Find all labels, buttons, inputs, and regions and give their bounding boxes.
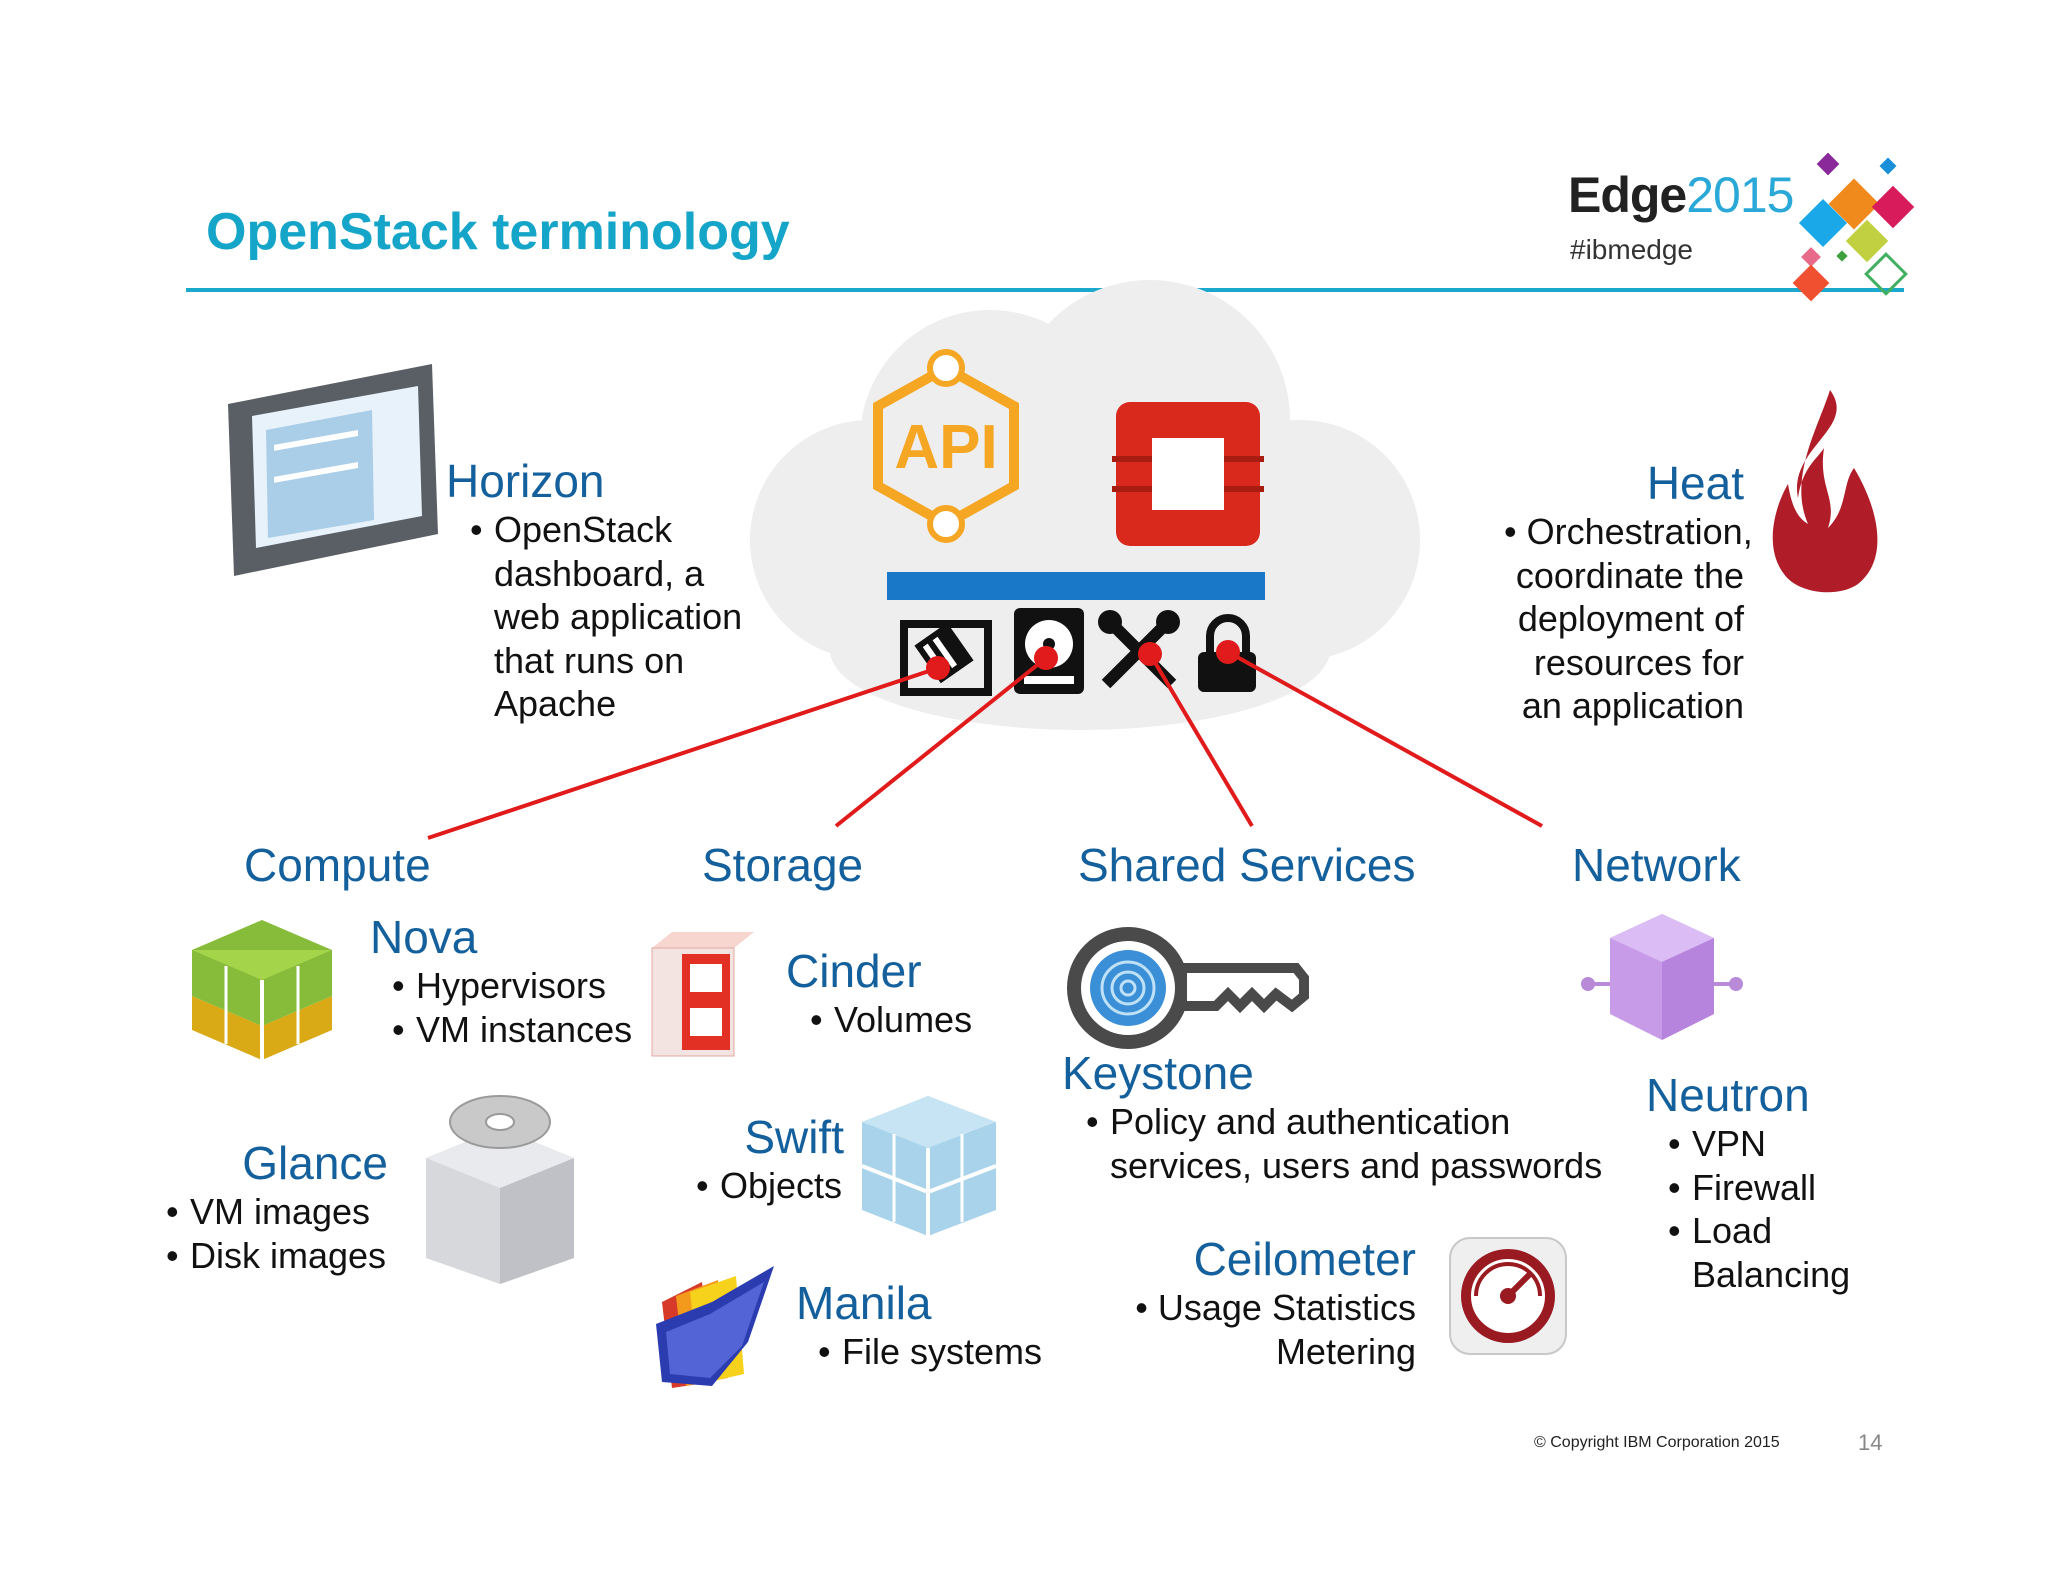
swift-title: Swift [744,1111,844,1163]
list-item: •Hypervisors [392,965,607,1006]
list-item: •Firewall [1668,1166,1817,1208]
list-item: •Disk images [166,1234,387,1276]
heat-bullet: resources for [1533,641,1744,683]
list-item: •VPN [1668,1123,1767,1164]
category-storage: Storage [702,839,864,891]
keystone-key-icon [1067,927,1309,1049]
horizon-bullet: that runs on [494,639,685,681]
brand-diamonds-icon [1792,152,1915,302]
ceilometer-title: Ceilometer [1193,1233,1416,1285]
connector-network [1227,650,1543,828]
copyright: © Copyright IBM Corporation 2015 [1534,1434,1780,1451]
list-item: •VM instances [392,1008,633,1050]
list-item: •File systems [818,1331,1043,1372]
list-item: •Volumes [810,999,973,1040]
horizon-bullet: Apache [494,683,617,724]
swift-items: •Objects [696,1164,842,1208]
heat-bullet: an application [1521,685,1744,726]
keystone-lines: •Policy and authentication services, use… [1086,1100,1602,1187]
heat-bullet: coordinate the [1515,554,1744,596]
list-item: •VM images [166,1191,371,1232]
list-item: •Objects [696,1165,843,1206]
manila-items: •File systems [818,1330,1042,1374]
category-compute: Compute [244,839,431,891]
horizon-bullet: web application [494,596,743,637]
dashboard-monitor-icon [228,364,438,576]
list-item: •Load [1668,1210,1773,1251]
horizon-bullet: dashboard, a [494,552,705,594]
flame-icon [1772,390,1878,593]
cinder-items: •Volumes [810,998,972,1042]
category-shared-services: Shared Services [1078,839,1416,891]
nova-title: Nova [370,911,478,963]
neutron-cube-icon [1581,914,1743,1040]
list-item: • Usage Statistics [1135,1287,1416,1328]
cinder-title: Cinder [786,945,922,997]
cinder-volume-icon [651,932,754,1057]
heat-title: Heat [1646,457,1744,509]
image-disc-icon [426,1095,574,1284]
list-item: services, users and passwords [1110,1144,1603,1186]
page-title: OpenStack terminology [206,203,790,261]
manila-folders-icon [656,1266,774,1388]
hashtag: #ibmedge [1570,234,1693,265]
heat-bullet: • Orchestration, [1504,511,1753,552]
neutron-items: •VPN •Firewall •Load Balancing [1668,1122,1850,1296]
connector-shared-services [1148,652,1254,828]
ceilometer-gauge-icon [1449,1237,1567,1355]
connector-compute [427,666,939,840]
glance-title: Glance [242,1137,388,1189]
heat-bullet: deployment of [1517,598,1744,639]
horizon-bullet: •OpenStack [470,509,673,550]
brand-name: Edge [1568,167,1687,223]
nova-items: •Hypervisors •VM instances [392,964,632,1051]
heat-bullets: • Orchestration, coordinate the deployme… [1480,510,1753,728]
keystone-title: Keystone [1062,1047,1254,1099]
connector-storage [834,656,1048,828]
brand-logo-text: Edge2015 [1568,166,1794,224]
brand-year: 2015 [1686,167,1794,223]
ceilometer-lines: • Usage Statistics Metering [1100,1286,1416,1373]
horizon-bullets: •OpenStack dashboard, a web application … [470,508,742,726]
title-divider [186,288,1904,292]
page-number: 14 [1858,1430,1883,1455]
openstack-logo-icon [1112,402,1264,546]
neutron-title: Neutron [1646,1069,1810,1121]
glance-items: •VM images •Disk images [166,1190,386,1277]
api-hexagon-icon: API [873,349,1019,543]
list-item: •Policy and authentication [1086,1101,1511,1142]
category-network: Network [1572,839,1741,891]
list-item: Metering [1275,1330,1416,1372]
manila-title: Manila [796,1277,932,1329]
service-bar [887,572,1265,600]
network-lock-icon [1198,614,1256,692]
swift-cubes-icon [861,1096,997,1236]
nova-cubes-icon [192,920,332,1060]
horizon-title: Horizon [446,455,605,507]
list-item: Balancing [1692,1253,1851,1295]
api-label: API [894,413,997,482]
